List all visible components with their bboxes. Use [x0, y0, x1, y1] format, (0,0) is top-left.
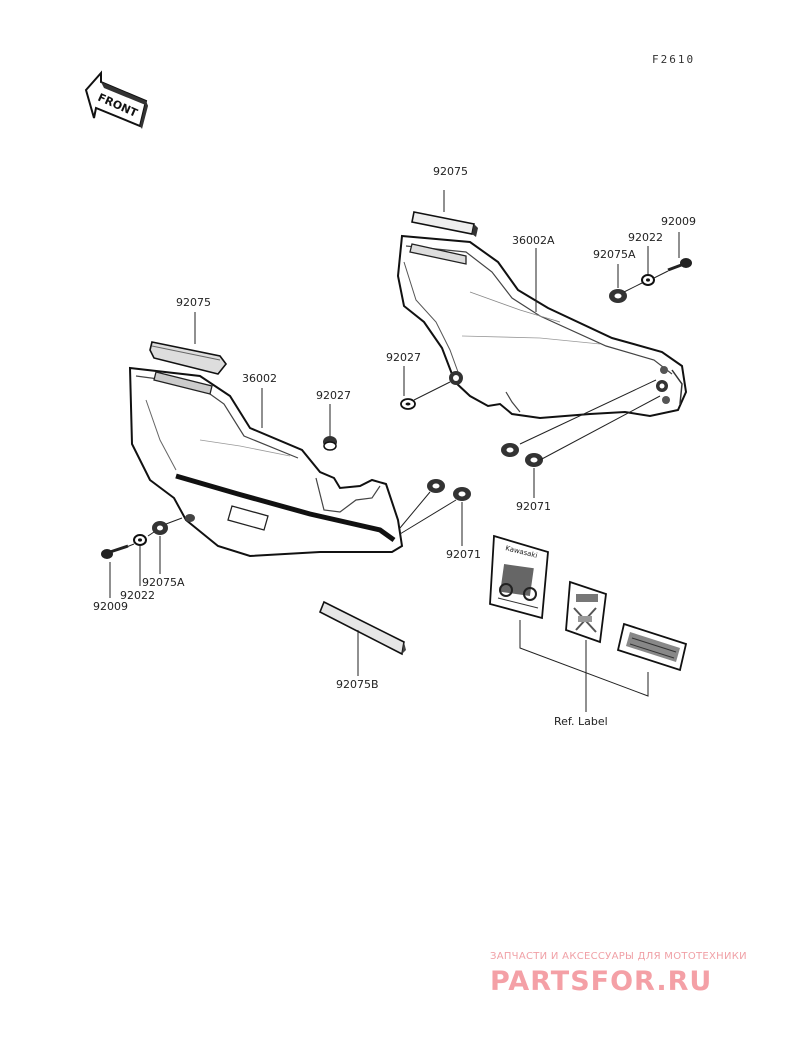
label-92009-right: 92009 [661, 215, 696, 228]
label-92075B: 92075B [336, 678, 379, 691]
grommet-92075A-right [609, 289, 627, 303]
decal-warning [565, 580, 607, 644]
collar-92027-left [323, 436, 337, 451]
seal-92075-left [149, 341, 228, 395]
label-92075-right: 92075 [433, 165, 468, 178]
bolt-92009-left [101, 544, 129, 559]
seal-92075-right [409, 211, 478, 265]
label-36002: 36002 [242, 372, 277, 385]
decal-kawasaki [489, 534, 549, 620]
grommets-92071-left [427, 479, 471, 501]
label-92022-left: 92022 [120, 589, 155, 602]
label-92027-left: 92027 [316, 389, 351, 402]
diagram-code: F2610 [652, 53, 696, 66]
label-92075A-right: 92075A [593, 248, 636, 261]
label-92075-left: 92075 [176, 296, 211, 309]
label-92071-right: 92071 [516, 500, 551, 513]
bolt-92009-right [667, 258, 692, 272]
watermark-tagline: ЗАПЧАСТИ И АКСЕССУАРЫ ДЛЯ МОТОТЕХНИКИ [490, 951, 747, 962]
front-arrow-icon [84, 70, 148, 129]
right-side-cover-36002A [396, 234, 688, 420]
grommet-92075A-left [152, 521, 168, 535]
left-side-cover-36002 [128, 366, 404, 558]
label-92071-left: 92071 [446, 548, 481, 561]
label-92009-left: 92009 [93, 600, 128, 613]
washer-92022-right [641, 274, 655, 286]
leader-lines [109, 190, 680, 712]
label-92022-right: 92022 [628, 231, 663, 244]
label-92027-right: 92027 [386, 351, 421, 364]
label-ref-label: Ref. Label [554, 715, 608, 728]
collar-92027-right [400, 398, 416, 410]
label-92075A-left: 92075A [142, 576, 185, 589]
decal-caution [616, 622, 688, 672]
label-36002A: 36002A [512, 234, 555, 247]
watermark-logo: PARTSFOR.RU [490, 966, 713, 997]
grommets-92071-right [501, 443, 543, 467]
seal-92075B [318, 600, 406, 656]
washer-92022-left [133, 534, 147, 546]
